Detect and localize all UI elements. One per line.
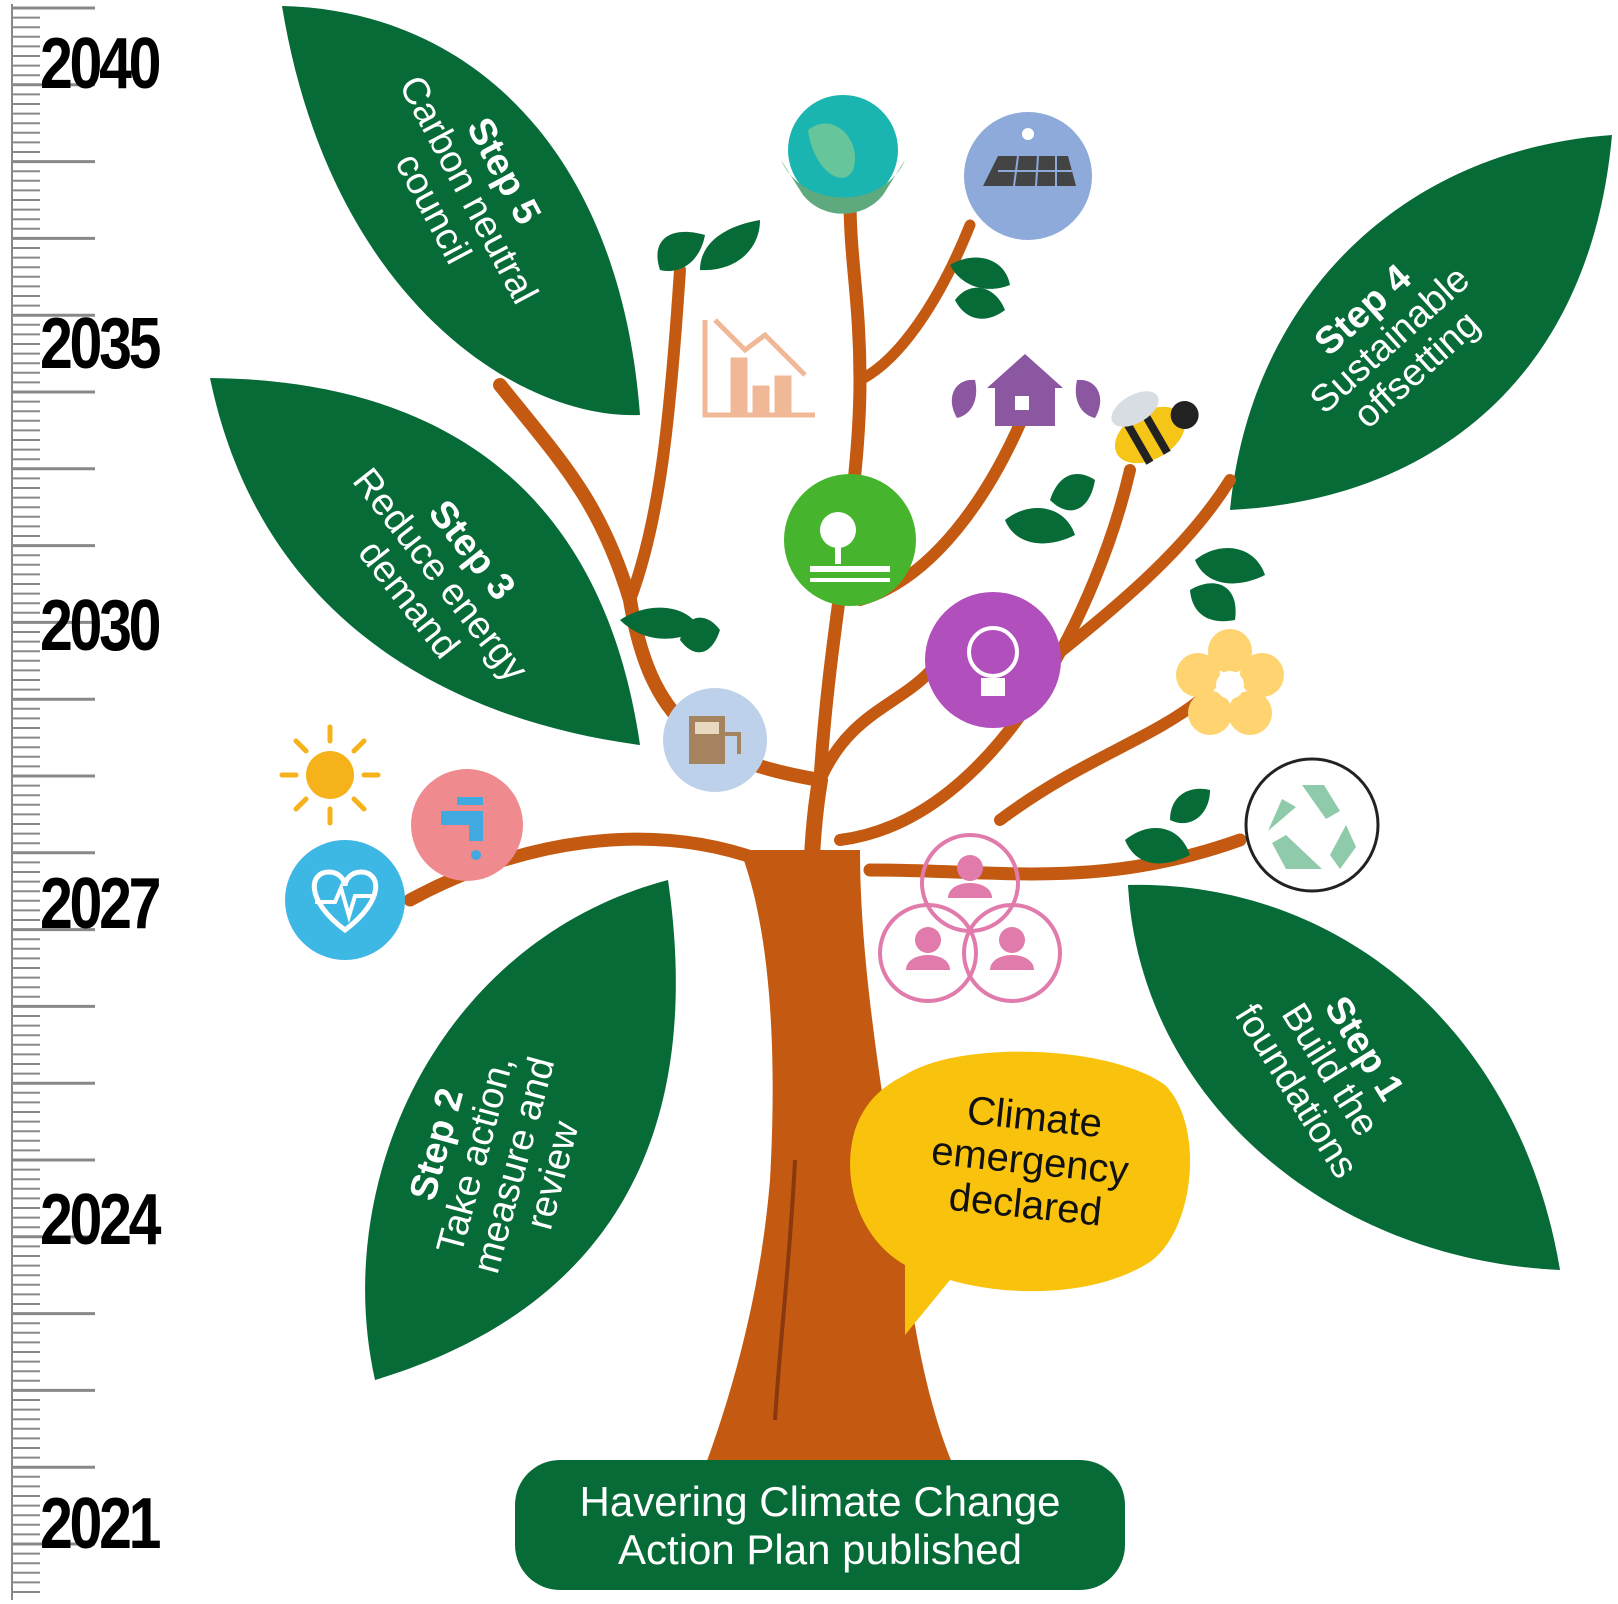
callout-bubble bbox=[850, 1051, 1191, 1335]
year-label: 2027 bbox=[40, 864, 162, 944]
base-pill bbox=[515, 1460, 1125, 1590]
heart-health-icon bbox=[285, 840, 405, 960]
tree-landscape-icon bbox=[784, 474, 916, 606]
year-label: 2040 bbox=[40, 24, 162, 104]
leaf-step-5 bbox=[282, 6, 640, 416]
lightbulb-brain-icon bbox=[925, 592, 1061, 728]
timeline-ruler bbox=[11, 4, 95, 1600]
tap-water-icon bbox=[411, 769, 523, 881]
leaf-step-1 bbox=[1128, 884, 1560, 1270]
community-icon bbox=[878, 833, 1062, 1003]
small-leaves bbox=[620, 220, 1265, 864]
tree-trunk-main bbox=[700, 850, 960, 1480]
year-label: 2024 bbox=[40, 1180, 162, 1260]
leaf-step-4 bbox=[1230, 135, 1612, 510]
base-line-1: Havering Climate Change bbox=[579, 1478, 1061, 1525]
ev-charger-icon bbox=[663, 688, 767, 792]
chart-decline-icon bbox=[702, 318, 815, 418]
globe-hands-icon bbox=[781, 95, 905, 214]
base-line-2: Action Plan published bbox=[618, 1526, 1022, 1573]
flower-icon bbox=[1176, 629, 1284, 735]
eco-house-icon bbox=[951, 354, 1101, 426]
bee-icon bbox=[1111, 391, 1199, 465]
leaf-step-2 bbox=[365, 880, 676, 1380]
year-label: 2035 bbox=[40, 304, 162, 384]
year-label: 2030 bbox=[40, 586, 162, 666]
leaf-step-3 bbox=[210, 378, 640, 745]
solar-panel-icon bbox=[964, 112, 1092, 240]
base-text: Havering Climate Change Action Plan publ… bbox=[515, 1478, 1125, 1574]
year-label: 2021 bbox=[40, 1484, 162, 1564]
sun-icon bbox=[279, 724, 381, 826]
recycle-icon bbox=[1244, 757, 1380, 893]
